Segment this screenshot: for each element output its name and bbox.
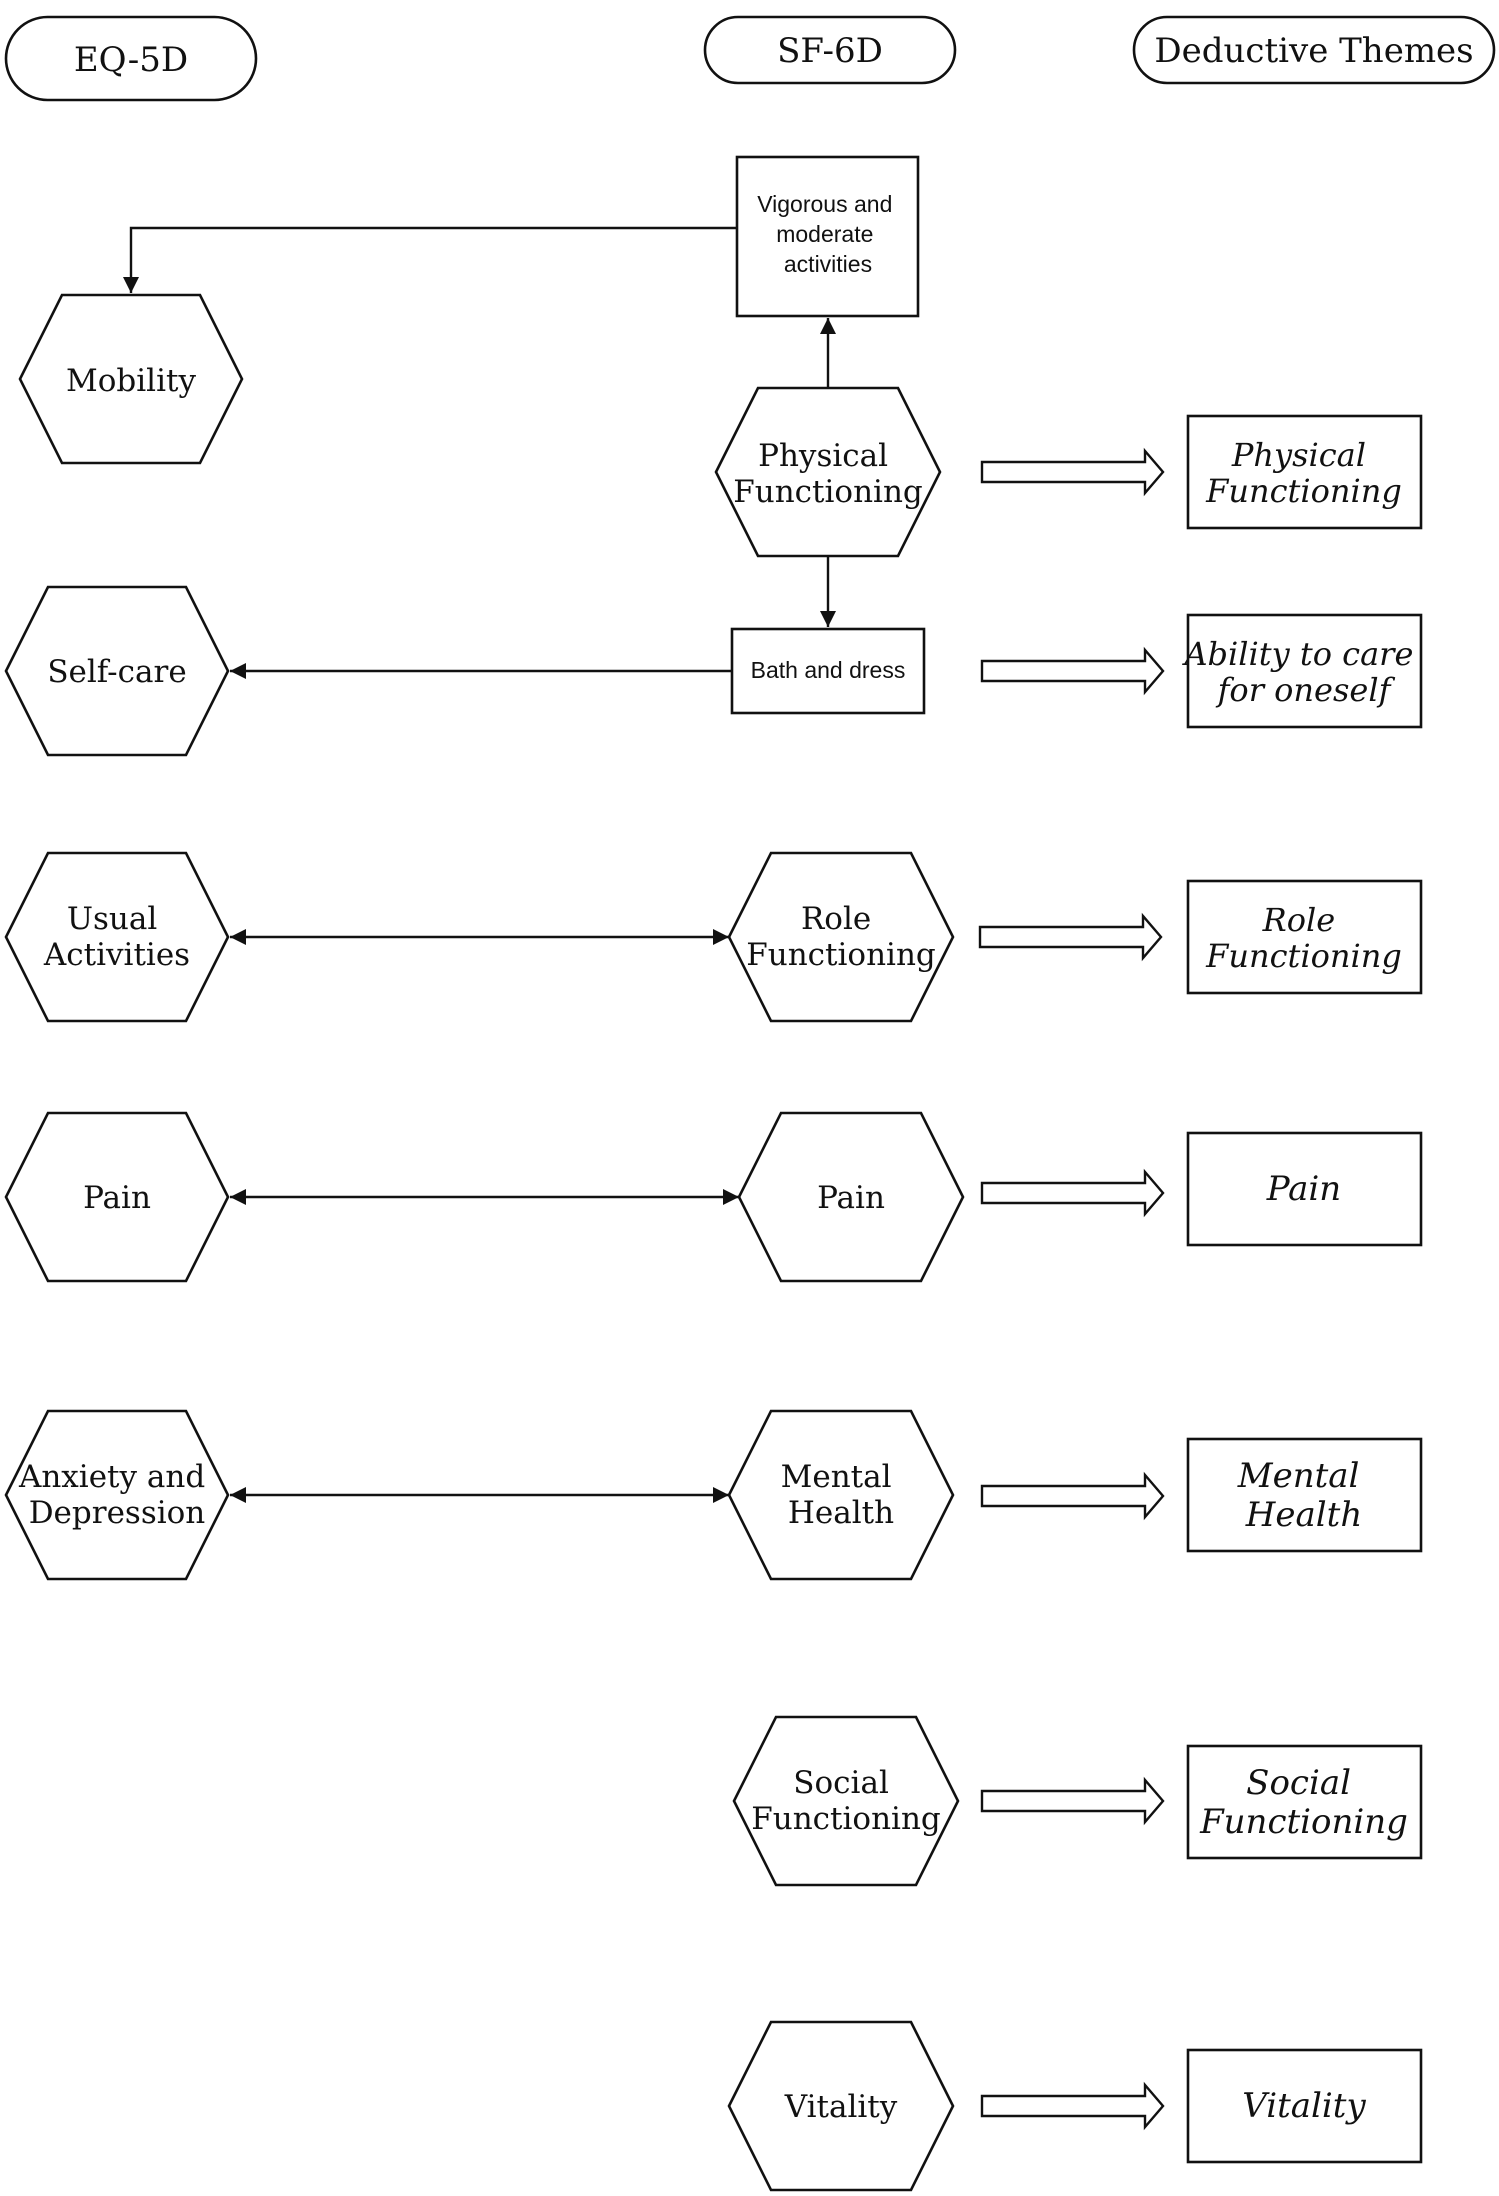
sf6d-vigorous-line3: activities [784, 251, 872, 277]
sf6d-physical-functioning: Physical Functioning [714, 386, 942, 558]
theme-role-line2: Functioning [1205, 937, 1402, 975]
sf6d-vitality-label: Vitality [784, 2089, 898, 2125]
theme-mental-line1: Mental [1237, 1456, 1360, 1496]
svg-text:Vigorous and moderate: Vigorous and moderate activities [757, 191, 899, 277]
theme-vitality-label: Vitality [1242, 2086, 1366, 2126]
header-sf6d: SF-6D [703, 15, 957, 85]
sf6d-social-line1: Social [793, 1765, 889, 1801]
theme-pain-label: Pain [1266, 1169, 1341, 1209]
header-eq5d: EQ-5D [4, 15, 258, 102]
sf6d-role-functioning: Role Functioning [727, 851, 955, 1023]
theme-mental-line2: Health [1245, 1495, 1362, 1535]
theme-social-line2: Functioning [1199, 1802, 1408, 1842]
theme-vitality: Vitality [1186, 2048, 1423, 2164]
svg-text:Mental Health: Mental Health [1237, 1456, 1370, 1535]
eq5d-self-care: Self-care [4, 585, 230, 757]
eq5d-usual-activities-line1: Usual [67, 901, 157, 937]
hollow-arrow-pain [980, 1168, 1165, 1218]
header-deductive-themes: Deductive Themes [1132, 15, 1496, 85]
eq5d-self-care-label: Self-care [47, 654, 186, 690]
sf6d-bath-and-dress: Bath and dress [730, 627, 926, 715]
theme-social-line1: Social [1246, 1763, 1351, 1803]
eq5d-anxiety-depression: Anxiety and Depression [4, 1409, 230, 1581]
sf6d-mental-line2: Health [788, 1495, 894, 1531]
header-sf6d-label: SF-6D [777, 31, 883, 71]
eq5d-usual-activities: Usual Activities [4, 851, 230, 1023]
theme-mental-health: Mental Health [1186, 1437, 1423, 1553]
theme-ability-to-care: Ability to care for oneself [1181, 613, 1423, 729]
svg-text:Physical Functioning: Physical Functioning [733, 438, 923, 510]
theme-role-line1: Role [1262, 901, 1336, 939]
theme-physical-line1: Physical [1231, 436, 1366, 474]
svg-text:Usual Activities: Usual Activities [43, 901, 190, 973]
theme-ability-line1: Ability to care [1181, 635, 1413, 673]
header-eq5d-label: EQ-5D [74, 40, 188, 80]
svg-text:Anxiety and Depression: Anxiety and Depression [18, 1459, 215, 1531]
eq5d-pain-label: Pain [83, 1180, 151, 1216]
sf6d-pain-label: Pain [817, 1180, 885, 1216]
svg-text:Social Functioning: Social Functioning [1199, 1763, 1408, 1842]
eq5d-anxiety-line2: Depression [29, 1495, 206, 1531]
theme-physical-functioning: Physical Functioning [1186, 414, 1423, 530]
sf6d-physical-line2: Functioning [733, 474, 923, 510]
hollow-arrow-role [978, 912, 1163, 962]
svg-text:Mental Health: Mental Health [781, 1459, 902, 1531]
hollow-arrow-mental-health [980, 1471, 1165, 1521]
sf6d-physical-line1: Physical [758, 438, 888, 474]
sf6d-vitality: Vitality [727, 2020, 955, 2192]
sf6d-bath-dress-label: Bath and dress [751, 657, 906, 683]
svg-text:Physical Functioning: Physical Functioning [1205, 436, 1402, 510]
eq5d-pain: Pain [4, 1111, 230, 1283]
sf6d-vigorous-line1: Vigorous and [757, 191, 892, 217]
svg-text:Social Functioning: Social Functioning [751, 1765, 941, 1837]
sf6d-role-line1: Role [801, 901, 871, 937]
connector-vigorous-to-mobility [123, 226, 737, 293]
sf6d-pain: Pain [737, 1111, 965, 1283]
theme-social-functioning: Social Functioning [1186, 1744, 1423, 1860]
theme-role-functioning: Role Functioning [1186, 879, 1423, 995]
theme-physical-line2: Functioning [1205, 472, 1402, 510]
eq5d-anxiety-line1: Anxiety and [18, 1459, 205, 1495]
eq5d-usual-activities-line2: Activities [43, 937, 190, 973]
sf6d-social-functioning: Social Functioning [732, 1715, 960, 1887]
eq5d-mobility-label: Mobility [66, 363, 196, 399]
sf6d-mental-line1: Mental [781, 1459, 892, 1495]
hollow-arrow-social [980, 1776, 1165, 1826]
sf6d-vigorous-line2: moderate [776, 221, 873, 247]
theme-ability-line2: for oneself [1216, 671, 1396, 709]
sf6d-vigorous-activities: Vigorous and moderate activities [735, 155, 920, 318]
svg-text:Ability to care for ones: Ability to care for oneself [1181, 635, 1423, 709]
sf6d-mental-health: Mental Health [727, 1409, 955, 1581]
sf6d-role-line2: Functioning [746, 937, 936, 973]
header-themes-label: Deductive Themes [1154, 31, 1473, 71]
hollow-arrow-self-care [980, 646, 1165, 696]
eq5d-mobility: Mobility [18, 293, 244, 465]
svg-text:Role Functioning: Role Functioning [746, 901, 936, 973]
svg-text:Role Functioning: Role Functioning [1205, 901, 1402, 975]
sf6d-social-line2: Functioning [751, 1801, 941, 1837]
hollow-arrow-vitality [980, 2081, 1165, 2131]
theme-pain: Pain [1186, 1131, 1423, 1247]
hollow-arrow-physical [980, 447, 1165, 497]
